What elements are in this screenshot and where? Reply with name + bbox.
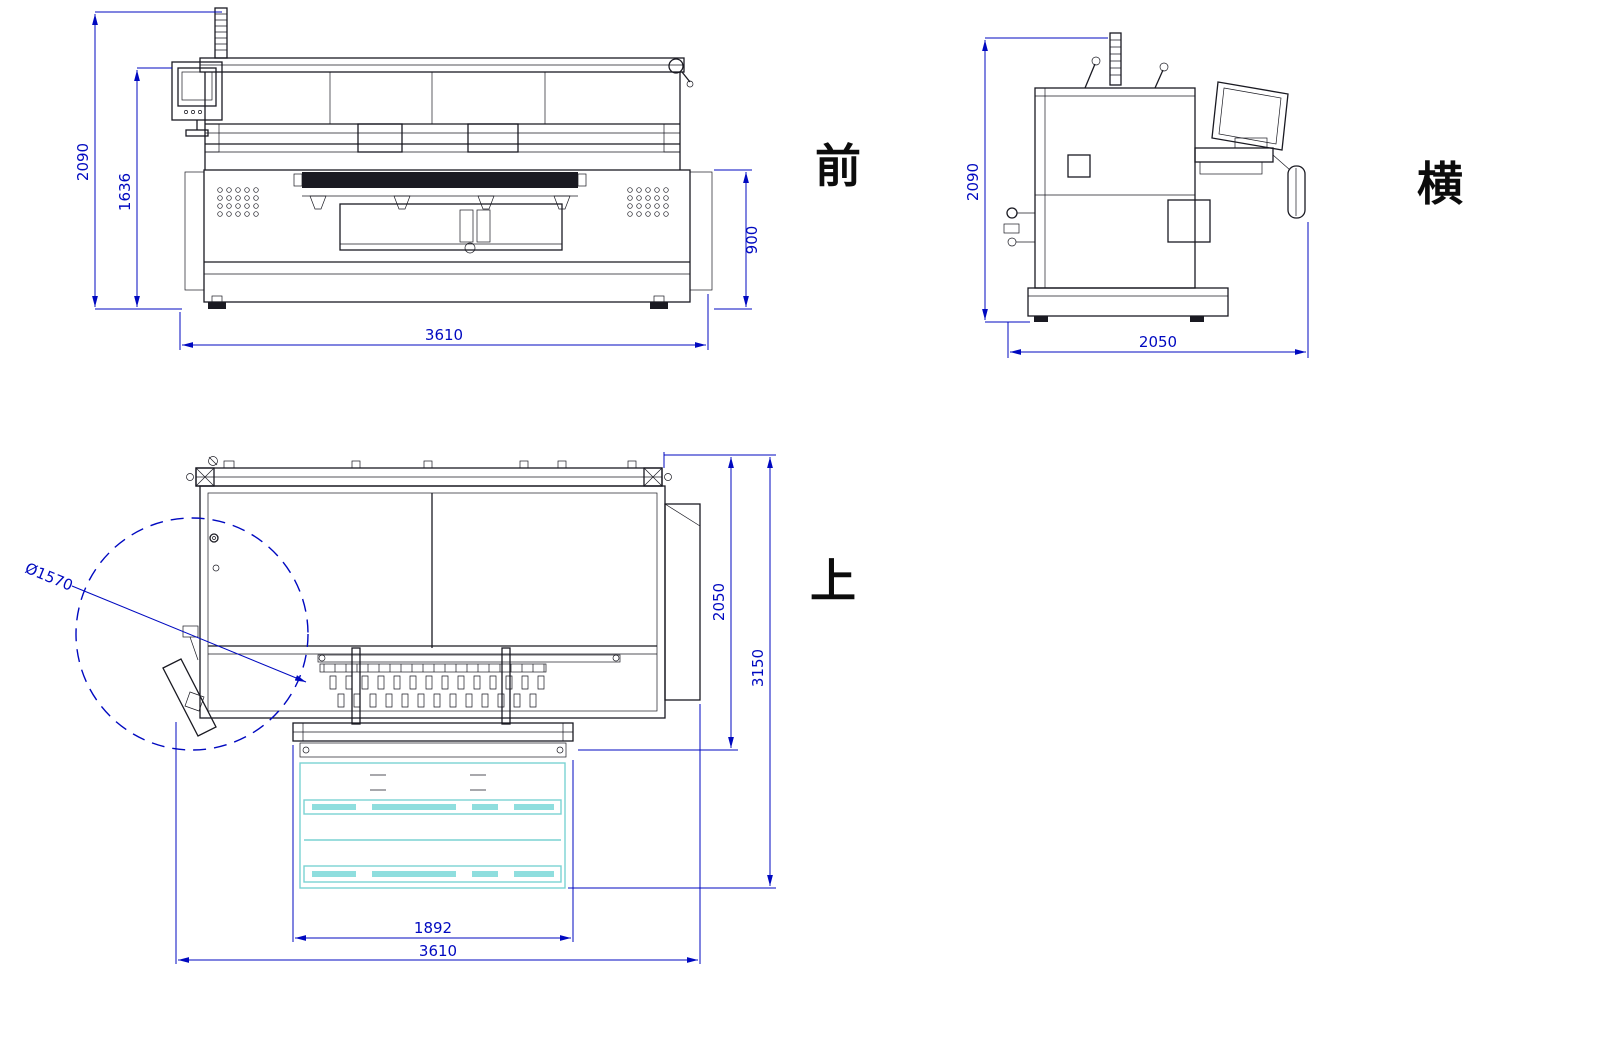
- side-dimension-lines: [982, 37, 1309, 358]
- machine-foot: [650, 302, 668, 309]
- side-base: [1027, 287, 1229, 317]
- top-view-label: 上: [810, 554, 856, 608]
- control-panel: [171, 61, 223, 121]
- front-dim-width: 3610: [425, 326, 463, 344]
- swing-circle: [75, 517, 309, 751]
- front-dim-total-height: 2090: [74, 143, 92, 181]
- top-dim-total-width: 3610: [419, 942, 457, 960]
- side-window: [1167, 199, 1211, 243]
- monitor-box: [1211, 81, 1289, 151]
- side-view: 2090 2050 横: [964, 32, 1463, 358]
- front-dim-table-height: 900: [743, 226, 761, 255]
- carriage-block: [357, 123, 403, 153]
- handle-post: [1109, 32, 1122, 86]
- swing-diameter-line: [71, 585, 307, 683]
- top-machine-drawing: [162, 456, 701, 758]
- top-dim-inner-width: 1892: [414, 919, 452, 937]
- top-dim-swing-diameter: Ø1570: [22, 559, 75, 595]
- vent-holes-right: [627, 187, 669, 217]
- carriage-block: [467, 123, 519, 153]
- top-cyan-extension: [299, 762, 566, 889]
- front-dimension-lines: [92, 11, 752, 350]
- top-dim-body-depth: 2050: [710, 583, 728, 621]
- top-dimension-lines: [175, 452, 776, 964]
- top-side-panel: [664, 503, 701, 701]
- machine-bed: [203, 169, 691, 303]
- side-dim-depth: 2050: [1139, 333, 1177, 351]
- clamp-row-2: [337, 693, 537, 708]
- front-machine-drawing: [171, 7, 713, 309]
- side-roller: [1287, 165, 1306, 219]
- top-dim-total-depth: 3150: [749, 649, 767, 687]
- machine-foot: [208, 302, 226, 309]
- machine-foot: [1190, 316, 1204, 322]
- front-dim-head-height: 1636: [116, 173, 134, 211]
- side-view-label: 横: [1417, 157, 1463, 211]
- top-view: Ø1570 2050 3150 1892 3610 上: [22, 452, 856, 964]
- front-view: 2090 1636 3610 900 前: [74, 7, 861, 350]
- quilting-bar: [302, 172, 578, 188]
- side-machine-drawing: [1003, 32, 1306, 322]
- machine-foot: [1034, 316, 1048, 322]
- vent-holes-left: [217, 187, 259, 217]
- side-body: [1034, 87, 1196, 289]
- clamp-row-1: [329, 675, 545, 690]
- swing-arm: [162, 658, 217, 737]
- handle-post: [214, 7, 228, 59]
- side-dim-total-height: 2090: [964, 163, 982, 201]
- front-view-label: 前: [815, 139, 861, 193]
